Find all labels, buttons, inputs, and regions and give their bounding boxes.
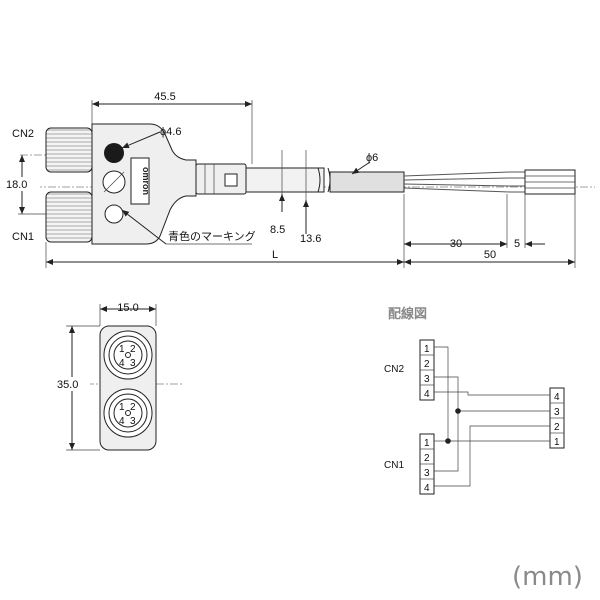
cn1-term-4: 4: [424, 483, 430, 494]
cn2-term-3: 3: [424, 374, 430, 385]
cn1-term-3: 3: [424, 468, 430, 479]
cn2-nut: [45, 127, 93, 173]
cn1-pin-1: 1: [119, 402, 125, 413]
cn2-pin-4: 4: [119, 358, 125, 369]
cable-outer: [329, 171, 405, 193]
out-term-2: 2: [554, 422, 560, 433]
cn1-term-1: 1: [424, 438, 430, 449]
out-term-3: 3: [554, 407, 560, 418]
dim-L: L: [272, 249, 278, 261]
dim-15: 15.0: [117, 302, 138, 314]
mounting-hole: [104, 143, 124, 163]
wiring-label-cn1: CN1: [384, 460, 404, 471]
cable-sheath: [245, 167, 325, 193]
dim-13-6: 13.6: [300, 233, 321, 245]
wiring-title: 配線図: [388, 306, 427, 322]
junction-pin1: [445, 438, 451, 444]
cn2-pin-3: 3: [130, 358, 136, 369]
wire-cn2-4: [434, 391, 550, 396]
side-view: omron 45.5 ϕ4.6 CN2 CN1: [6, 91, 595, 268]
wire-cn1-4: [434, 425, 550, 487]
coupling-nut: [195, 163, 247, 195]
cn2-term-2: 2: [424, 359, 430, 370]
dim-5: 5: [514, 238, 520, 250]
dim-cable: ϕ6: [366, 152, 378, 164]
junction-pin3: [455, 408, 461, 414]
omron-logo: omron: [141, 167, 151, 195]
wire-cn2-3: [434, 376, 550, 412]
unit-label: (mm): [512, 562, 583, 592]
marking-hatch: [103, 171, 125, 193]
logo-plate: [130, 157, 150, 205]
wiring-label-cn2: CN2: [384, 364, 404, 375]
cn1-pin-2: 2: [130, 402, 136, 413]
label-cn1: CN1: [12, 231, 34, 243]
cn2-term-4: 4: [424, 389, 430, 400]
dim-30: 30: [450, 238, 462, 250]
out-term-1: 1: [554, 437, 560, 448]
wire-cn2-1: [434, 346, 550, 442]
front-view: 1 2 4 3 1 2 4 3 15.0 35.0: [56, 302, 182, 451]
coupling-slot: [224, 173, 238, 187]
blue-marking-lower: [104, 204, 124, 224]
dim-8-5: 8.5: [270, 224, 285, 236]
wire-2: [403, 177, 525, 181]
dim-45-5: 45.5: [154, 91, 175, 103]
cn1-nut: [45, 191, 93, 243]
wiring-diagram: 配線図 CN2 CN1 1 2 3 4 1 2 3 4 4 3 2 1: [384, 306, 565, 495]
cn1-pin-3: 3: [130, 416, 136, 427]
cn2-term-1: 1: [424, 344, 430, 355]
cn2-pin-2: 2: [130, 344, 136, 355]
wire-1: [403, 171, 525, 177]
marking-note: 青色のマーキング: [168, 229, 256, 243]
wire-cn1-3: [434, 411, 459, 472]
dim-50: 50: [484, 249, 496, 261]
dim-35: 35.0: [57, 379, 78, 391]
cn2-pin-1: 1: [119, 344, 125, 355]
dim-18: 18.0: [6, 179, 27, 191]
wire-3: [403, 183, 525, 187]
cn1-pin-4: 4: [119, 416, 125, 427]
dim-hole: ϕ4.6: [160, 126, 181, 138]
out-term-4: 4: [554, 392, 560, 403]
label-cn2: CN2: [12, 128, 34, 140]
cn1-term-2: 2: [424, 453, 430, 464]
wire-4: [403, 187, 525, 193]
